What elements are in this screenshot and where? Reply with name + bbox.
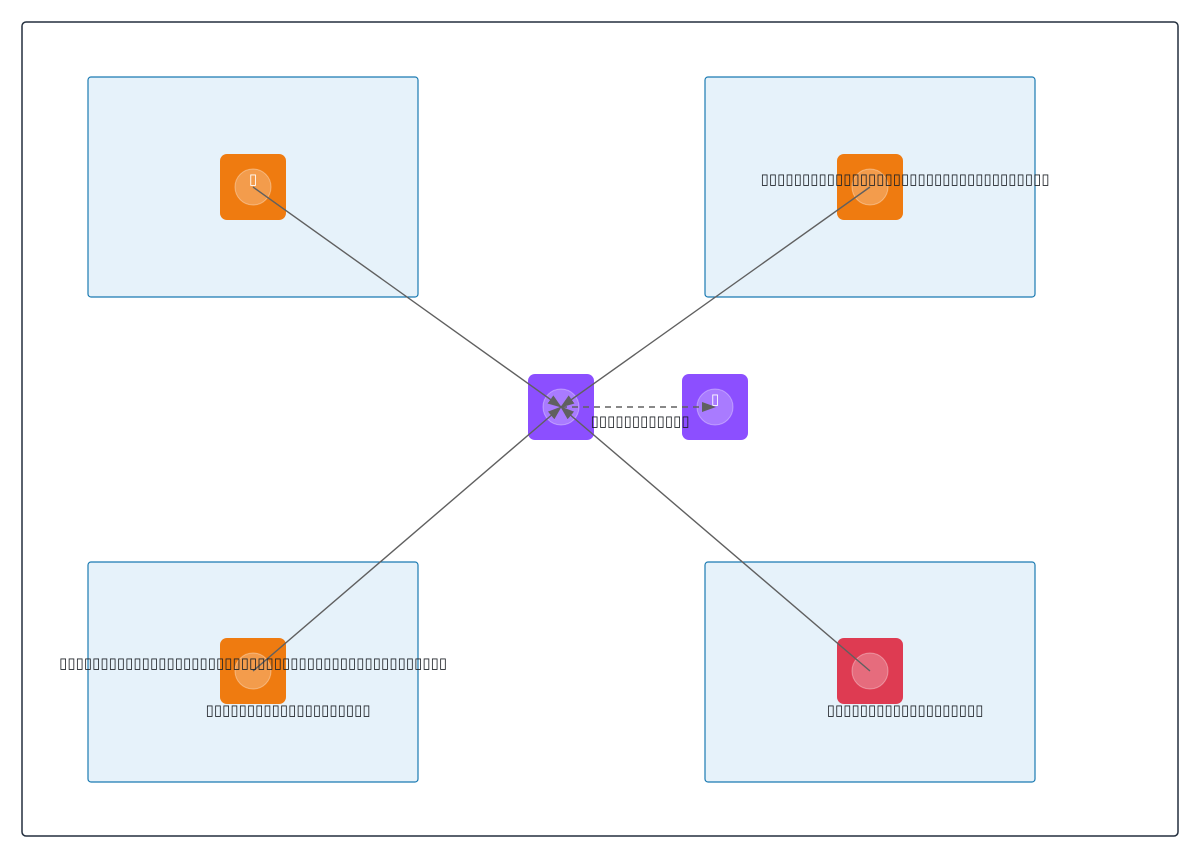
node-bottom-left-label-primary: ▯▯▯▯▯▯▯▯▯▯▯▯▯▯▯▯▯▯▯▯▯▯▯▯▯▯▯▯▯▯▯▯▯▯▯▯▯▯▯▯… <box>59 654 447 672</box>
node-glyph: ▯ <box>711 390 719 408</box>
node-bottom-right-label: ▯▯▯▯▯▯▯▯▯▯▯▯▯▯▯▯▯▯▯ <box>827 701 984 719</box>
edge-hub-to-side-label: ▯▯▯▯▯▯▯▯▯▯▯▯ <box>590 412 689 430</box>
node-bottom-left-label-secondary: ▯▯▯▯▯▯▯▯▯▯▯▯▯▯▯▯▯▯▯▯ <box>205 701 370 719</box>
edge-top-right-to-hub <box>560 186 871 408</box>
edge-bottom-left-to-hub <box>252 406 562 672</box>
edge-top-left-to-hub <box>252 186 562 408</box>
edge-bottom-right-to-hub <box>560 406 871 672</box>
node-glyph: ▯ <box>249 170 257 188</box>
node-top-right-label: ▯▯▯▯▯▯▯▯▯▯▯▯▯▯▯▯▯▯▯▯▯▯▯▯▯▯▯▯▯▯▯▯▯▯▯ <box>761 170 1050 188</box>
